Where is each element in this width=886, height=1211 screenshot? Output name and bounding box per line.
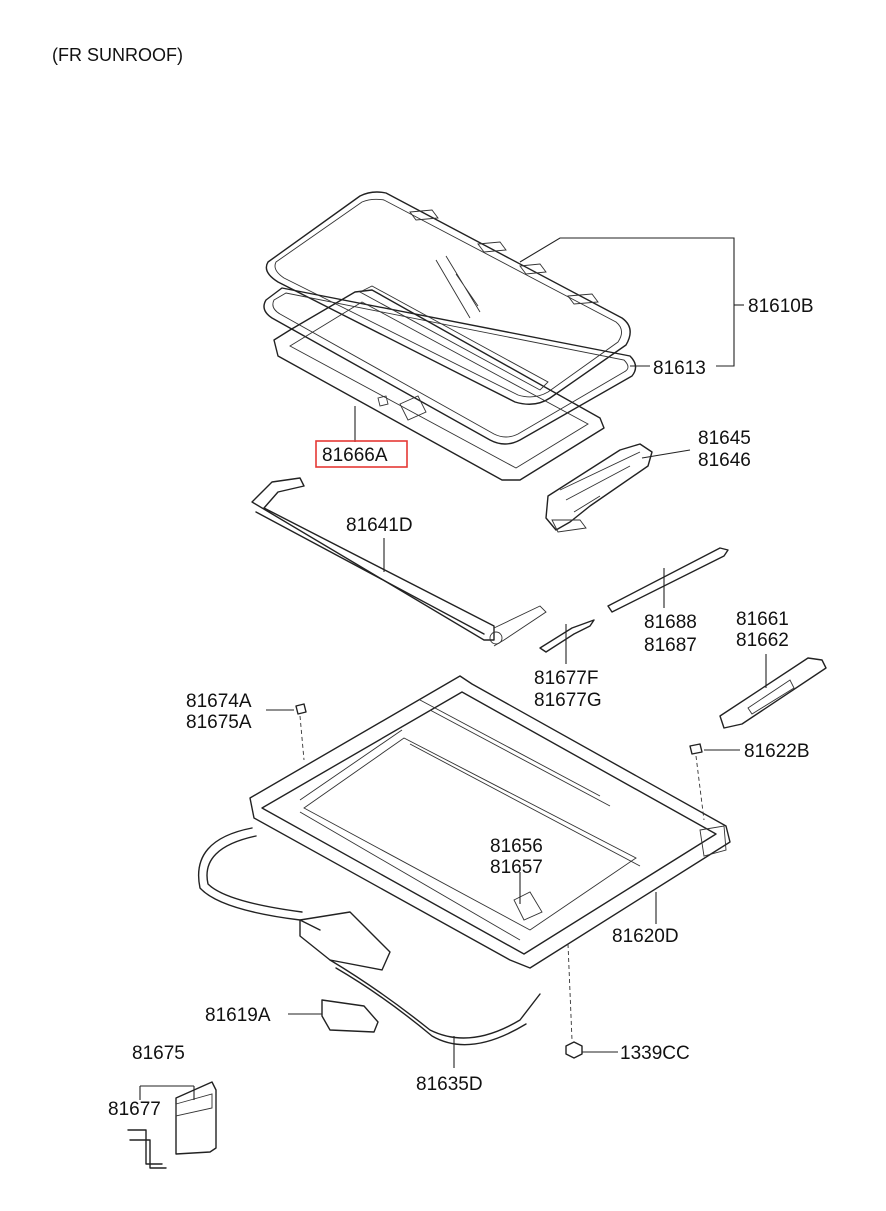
motor-drawing [299,911,391,1033]
label-81661[interactable]: 81661 [736,609,789,630]
label-81662[interactable]: 81662 [736,630,789,651]
sunshade-rail-drawing [251,477,547,647]
sunroof-frame-drawing [249,675,731,969]
label-81666A[interactable]: 81666A [322,445,388,466]
label-81677G[interactable]: 81677G [534,690,602,711]
label-81610B[interactable]: 81610B [748,296,814,317]
fastener-drawing [295,703,705,1059]
weatherstrip-drawing [263,287,637,445]
drain-hose-drawing [198,827,541,1046]
highlight-box [315,440,408,468]
deflector-drawing [719,657,827,729]
small-parts-drawing [127,1081,217,1169]
label-81675[interactable]: 81675 [132,1043,185,1064]
label-1339CC[interactable]: 1339CC [620,1043,690,1064]
glass-panel-drawing [265,191,631,405]
label-81688[interactable]: 81688 [644,612,697,633]
label-81645[interactable]: 81645 [698,428,751,449]
cable-drawing [539,547,729,653]
label-81641D[interactable]: 81641D [346,515,413,536]
label-81619A[interactable]: 81619A [205,1005,271,1026]
diagram-title: (FR SUNROOF) [52,45,183,65]
glass-frame-drawing [273,285,605,481]
label-81646[interactable]: 81646 [698,450,751,471]
label-81677F[interactable]: 81677F [534,668,598,689]
label-81687[interactable]: 81687 [644,635,697,656]
label-81674A[interactable]: 81674A [186,691,252,712]
label-81635D[interactable]: 81635D [416,1074,483,1095]
label-81613[interactable]: 81613 [653,358,706,379]
lift-mechanism-drawing [545,443,653,533]
label-81620D[interactable]: 81620D [612,926,679,947]
label-81677[interactable]: 81677 [108,1099,161,1120]
leader-lines [139,237,767,1100]
label-81675A[interactable]: 81675A [186,712,252,733]
label-81657[interactable]: 81657 [490,857,543,878]
label-81622B[interactable]: 81622B [744,741,810,762]
label-81656[interactable]: 81656 [490,836,543,857]
